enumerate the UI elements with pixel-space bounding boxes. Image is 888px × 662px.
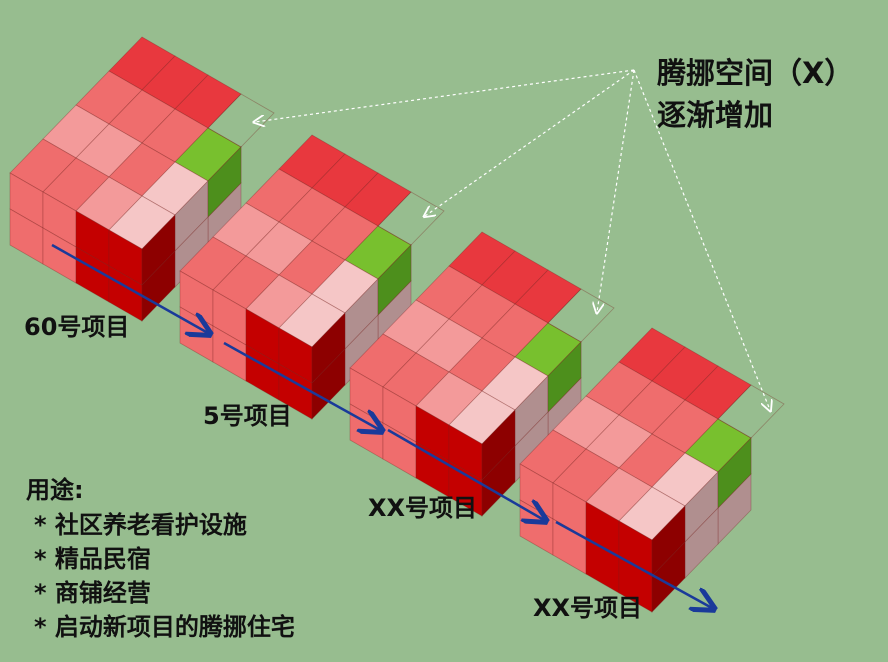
project-label-xx-2: XX号项目 (533, 594, 643, 622)
annotation-line2: 逐渐增加 (657, 98, 774, 132)
use-item-homestay: * 精品民宿 (34, 545, 151, 573)
pointer-line-2 (425, 69, 635, 216)
vacated-space-side (207, 146, 242, 218)
building-blocks (9, 36, 785, 613)
uses-title: 用途: (26, 476, 84, 504)
vacated-space-side (717, 437, 752, 509)
progression-arrow-2 (223, 341, 380, 430)
use-item-relocation-housing: * 启动新项目的腾挪住宅 (34, 613, 295, 641)
pointer-line-1 (255, 69, 635, 122)
progression-arrows (51, 243, 712, 608)
pointer-line-4 (633, 69, 770, 410)
building-block-1 (9, 36, 275, 322)
use-item-shop: * 商铺经营 (34, 579, 151, 607)
vacated-space-side (547, 341, 582, 413)
vacated-space-side (377, 244, 412, 316)
vacated-slot-outline (377, 191, 445, 246)
building-block-4 (519, 327, 785, 613)
building-block-2 (179, 134, 445, 420)
annotation-pointers (255, 69, 770, 410)
project-label-5: 5号项目 (203, 402, 292, 430)
annotation-line1: 腾挪空间（X） (657, 56, 854, 90)
block-side-cell (141, 250, 176, 322)
progression-arrow-3 (387, 428, 544, 520)
project-label-60: 60号项目 (24, 313, 130, 341)
pointer-line-3 (597, 69, 635, 312)
use-item-elderly-care: * 社区养老看护设施 (34, 511, 247, 539)
progression-arrow-1 (51, 243, 208, 333)
block-side-cell (311, 348, 346, 420)
progression-arrow-4 (555, 520, 712, 608)
block-side-cell (481, 445, 516, 517)
vacated-slot-outline (207, 93, 275, 148)
vacated-slot-outline (717, 384, 785, 439)
block-side-cell (651, 541, 686, 613)
project-label-xx-1: XX号项目 (368, 494, 478, 522)
